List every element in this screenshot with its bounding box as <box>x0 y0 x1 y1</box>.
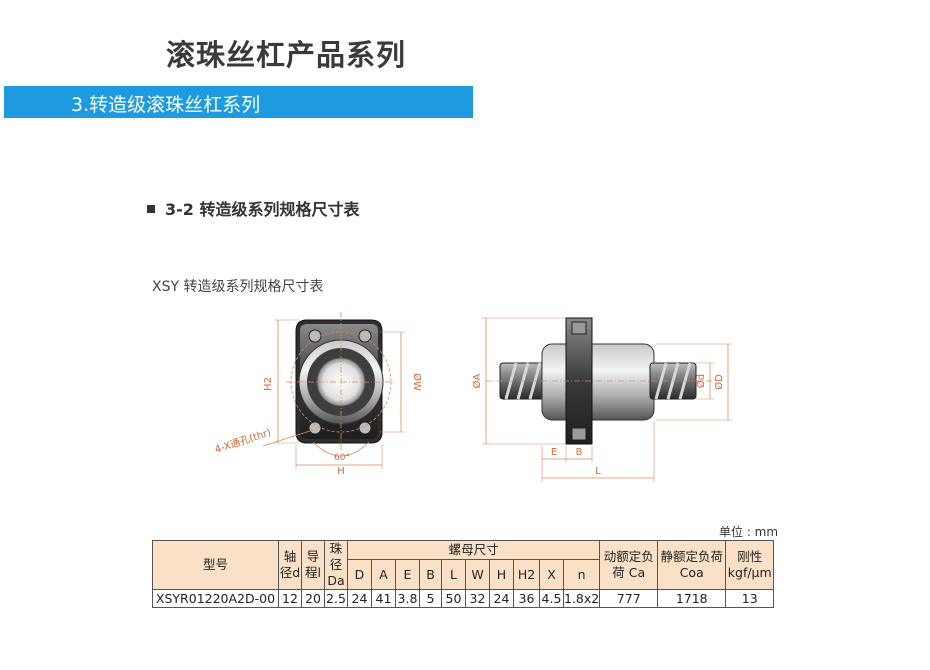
header-col-d: D <box>347 559 372 590</box>
header-ball-dia: 珠径Da <box>324 540 348 590</box>
section-banner-text: 3.转造级滚珠丝杠系列 <box>71 94 261 116</box>
label-w: ØW <box>411 373 423 391</box>
label-a: ØA <box>471 373 483 388</box>
header-dynamic-load: 动额定负荷 Ca <box>599 540 659 590</box>
label-d: ØD <box>713 374 725 390</box>
cell-nut-b: 5 <box>419 589 442 608</box>
label-thr: 4-X通孔(thr) <box>213 426 272 456</box>
cell-coa: 1718 <box>657 589 727 608</box>
technical-drawing: H2 ØW 4-X通孔(thr) 60° H <box>213 312 732 482</box>
cell-nut-a: 41 <box>371 589 396 608</box>
cell-l: 20 <box>301 589 325 608</box>
header-col-a: A <box>371 559 396 590</box>
cell-da: 2.5 <box>324 589 348 608</box>
cell-nut-n: 1.8x2 <box>562 589 601 608</box>
cell-nut-x: 4.5 <box>539 589 564 608</box>
cell-nut-h2: 36 <box>513 589 540 608</box>
header-shaft-dia: 轴径d <box>278 540 302 590</box>
cell-nut-h: 24 <box>489 589 514 608</box>
section-banner: 3.转造级滚珠丝杠系列 <box>4 86 473 118</box>
label-d-small: Ød <box>695 374 707 388</box>
header-rigidity: 刚性 kgf/μm <box>725 540 775 590</box>
header-col-h: H <box>489 559 514 590</box>
header-col-b: B <box>419 559 442 590</box>
side-view: ØA Ød ØD E B L <box>471 317 732 482</box>
label-e: E <box>551 447 557 458</box>
spec-table: 型号 轴径d 导程l 珠径Da 螺母尺寸 动额定负荷 Ca 静额定负荷 Coa … <box>152 540 775 608</box>
header-nut-dims: 螺母尺寸 <box>346 540 601 560</box>
cell-nut-w: 32 <box>465 589 490 608</box>
label-h: H <box>337 466 345 477</box>
label-h2: H2 <box>263 377 274 391</box>
label-angle: 60° <box>334 453 350 463</box>
label-b: B <box>576 447 583 458</box>
cell-rigidity: 13 <box>725 589 775 608</box>
header-col-x: X <box>539 559 564 590</box>
header-lead: 导程l <box>301 540 325 590</box>
cell-nut-e: 3.8 <box>395 589 420 608</box>
cell-nut-l: 50 <box>441 589 466 608</box>
page-title: 滚珠丝杠产品系列 <box>166 38 407 72</box>
unit-label: 单位 : mm <box>719 525 779 539</box>
cell-d: 12 <box>278 589 302 608</box>
header-model: 型号 <box>152 540 279 590</box>
label-l: L <box>595 466 601 477</box>
header-col-h2: H2 <box>513 559 540 590</box>
cell-nut-d: 24 <box>347 589 372 608</box>
table-row: XSYR01220A2D-00 12 20 2.5 24 41 3.8 5 50… <box>152 589 775 608</box>
header-col-n: n <box>562 559 601 590</box>
figure-caption: XSY 转造级系列规格尺寸表 <box>152 279 324 295</box>
header-col-w: W <box>465 559 490 590</box>
header-col-e: E <box>395 559 420 590</box>
header-col-l: L <box>441 559 466 590</box>
header-static-load: 静额定负荷 Coa <box>657 540 727 590</box>
cell-ca: 777 <box>599 589 659 608</box>
subsection-heading: 3-2 转造级系列规格尺寸表 <box>147 196 359 220</box>
square-bullet-icon <box>147 204 155 213</box>
front-view: H2 ØW 4-X通孔(thr) 60° H <box>213 312 423 477</box>
subsection-title: 3-2 转造级系列规格尺寸表 <box>165 200 360 219</box>
cell-model: XSYR01220A2D-00 <box>152 589 279 608</box>
